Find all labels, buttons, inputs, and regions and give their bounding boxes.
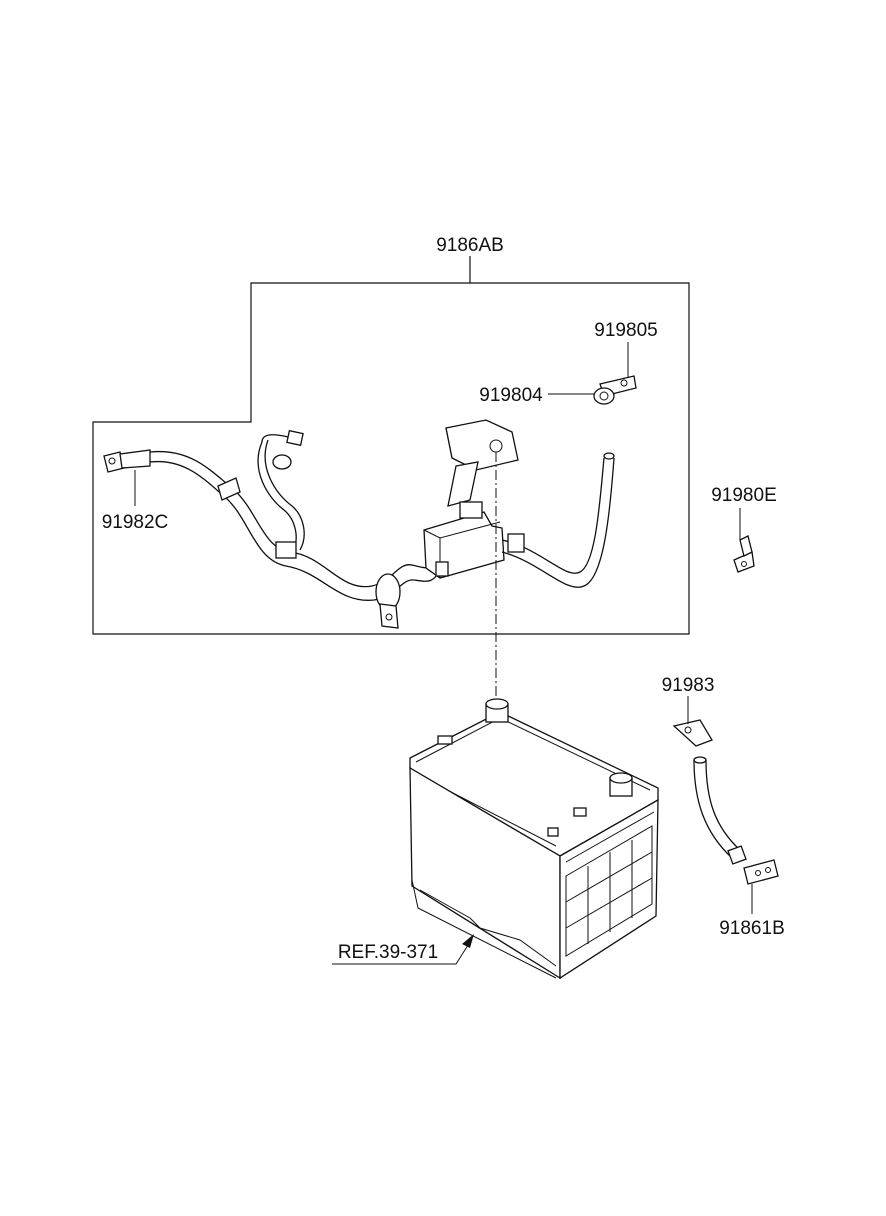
terminal-91982c[interactable]: [103, 449, 151, 473]
bolt-919804[interactable]: [593, 387, 615, 405]
ref-arrowhead: [462, 934, 474, 948]
battery[interactable]: [409, 698, 659, 980]
label-ref-39-371[interactable]: REF.39-371: [338, 942, 438, 963]
label-91982C[interactable]: 91982C: [102, 512, 169, 533]
label-919804[interactable]: 919804: [479, 385, 543, 406]
label-91861B[interactable]: 91861B: [719, 918, 785, 939]
ref-leader: [332, 941, 471, 965]
label-91980E[interactable]: 91980E: [711, 485, 777, 506]
bracket-91983[interactable]: [672, 719, 713, 747]
terminal-junction-box[interactable]: [423, 419, 519, 579]
label-9186AB[interactable]: 9186AB: [436, 235, 504, 256]
clip-91980e[interactable]: [733, 535, 755, 573]
label-919805[interactable]: 919805: [594, 320, 657, 341]
positive-cable-harness[interactable]: [149, 429, 443, 629]
right-riser-cable[interactable]: [501, 452, 615, 588]
assembly-frame: [92, 256, 690, 635]
negative-ground-cable[interactable]: [693, 756, 779, 885]
label-91983[interactable]: 91983: [662, 675, 715, 696]
